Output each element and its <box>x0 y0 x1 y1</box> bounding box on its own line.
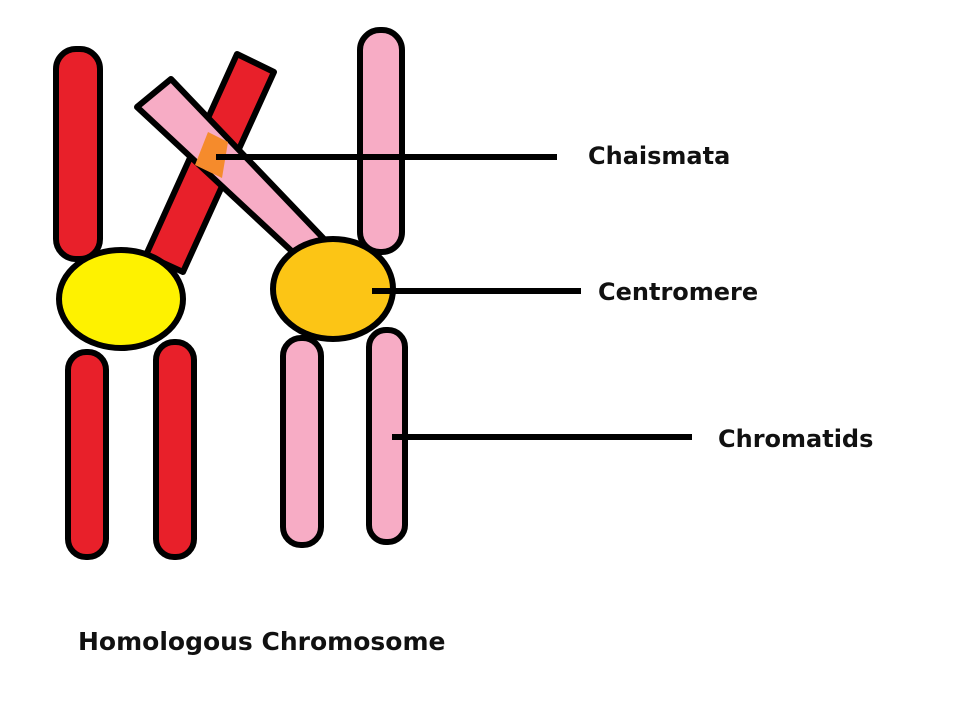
left-chromatid-upper-left <box>53 46 103 262</box>
left-chromatid-lower-left <box>65 349 109 560</box>
right-chromatid-upper-right <box>357 27 405 255</box>
chiasma-overlap <box>195 132 228 178</box>
right-chromosome <box>134 27 408 548</box>
right-chromatid-lower-left <box>280 335 324 548</box>
left-chromatid-lower-right <box>153 339 197 560</box>
chiasmata-label: Chaismata <box>588 142 731 170</box>
diagram-caption: Homologous Chromosome <box>78 627 446 656</box>
centromere-label: Centromere <box>598 278 759 306</box>
chromatids-label: Chromatids <box>718 425 874 453</box>
left-centromere <box>56 247 186 351</box>
